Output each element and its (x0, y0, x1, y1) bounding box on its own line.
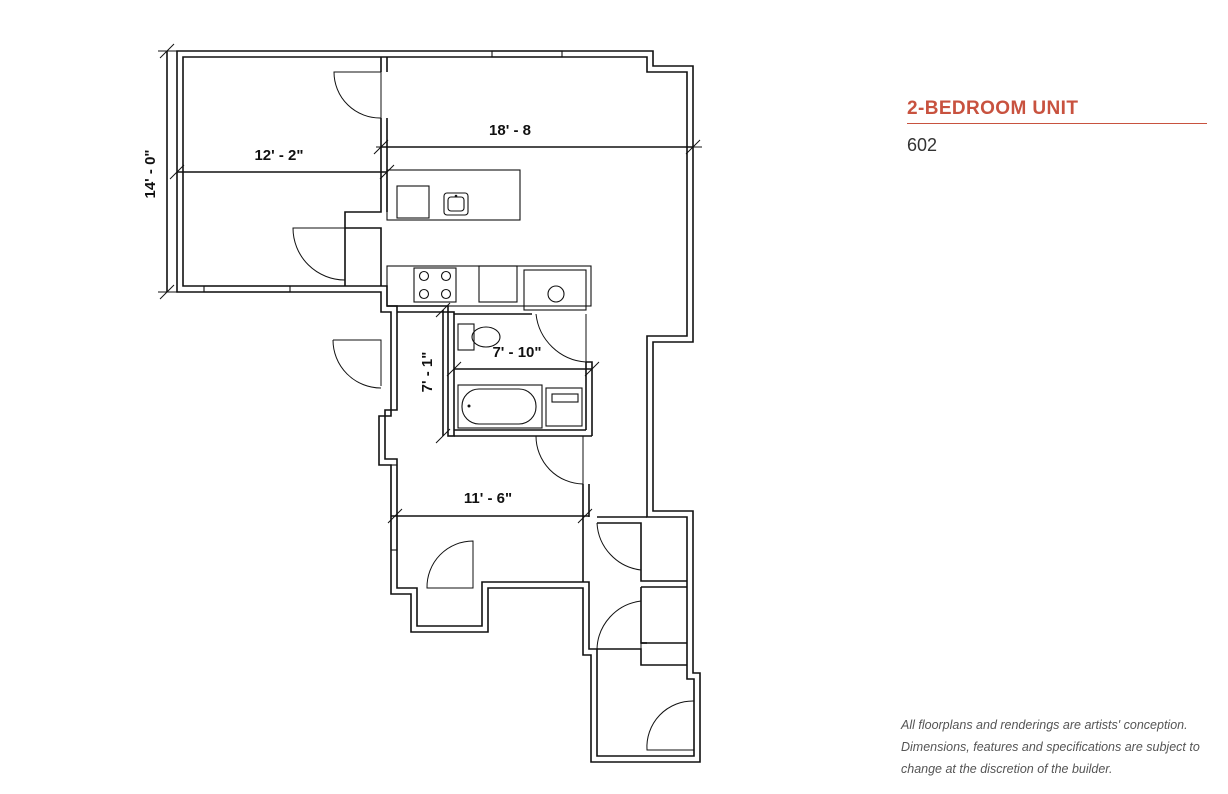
disclaimer-line: change at the discretion of the builder. (901, 762, 1113, 776)
bath-width-label: 7' - 10" (492, 344, 541, 361)
bath-depth-label: 7' - 1" (419, 352, 436, 393)
unit-title: 2-BEDROOM UNIT (907, 98, 1207, 124)
disclaimer-line: All floorplans and renderings are artist… (901, 718, 1188, 732)
floor-plan: 18' - 8 12' - 2" 14' - 0" 7' - 10" 7' - … (142, 43, 702, 763)
doors (292, 71, 695, 751)
bedroom2-width-label: 11' - 6" (464, 490, 512, 507)
windows (203, 50, 563, 551)
dimension-lines (158, 43, 702, 524)
living-width-label: 18' - 8 (489, 122, 531, 139)
bath-fixtures (457, 323, 583, 429)
disclaimer-line: Dimensions, features and specifications … (901, 740, 1200, 754)
unit-number: 602 (907, 135, 938, 155)
kitchen-island (386, 169, 521, 221)
exterior-walls (176, 50, 701, 763)
kitchen-counter (386, 265, 592, 311)
bedroom1-depth-label: 14' - 0" (142, 149, 159, 198)
disclaimer: All floorplans and renderings are artist… (901, 714, 1211, 780)
bedroom1-width-label: 12' - 2" (254, 147, 303, 164)
